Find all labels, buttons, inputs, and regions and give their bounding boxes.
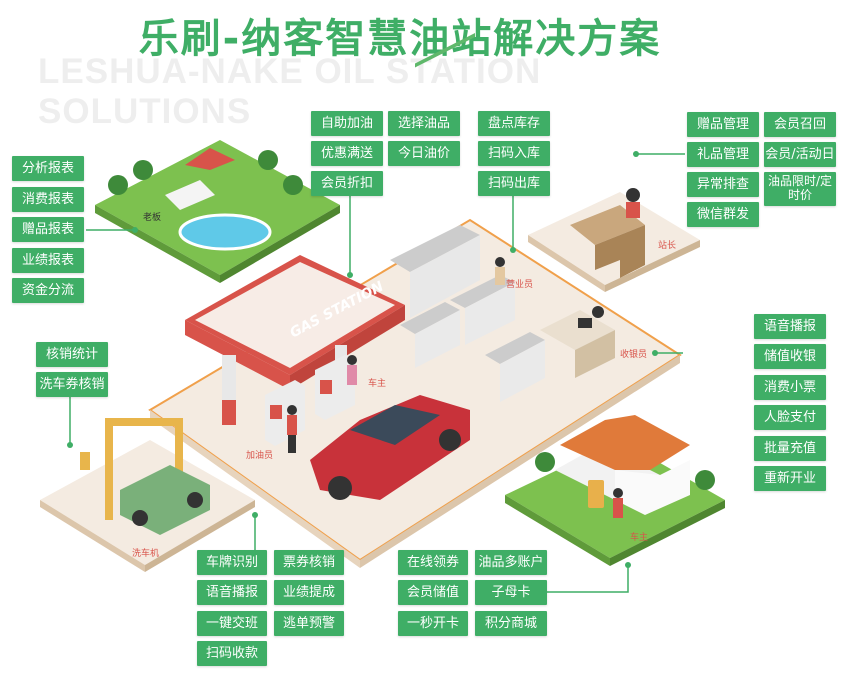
- tag-analysis-report: 分析报表: [12, 156, 84, 181]
- tag-wash-coupon-redeem: 洗车券核销: [36, 372, 108, 397]
- tag-commission: 业绩提成: [274, 580, 344, 605]
- tag-stored-value-checkout: 储值收银: [754, 344, 826, 369]
- parasol: [185, 148, 235, 170]
- role-carwash: 洗车机: [132, 549, 160, 559]
- tag-escape-warning: 逃单预警: [274, 611, 344, 636]
- role-sales: 营业员: [506, 280, 534, 290]
- role-boss: 老板: [143, 213, 162, 223]
- tag-reopen: 重新开业: [754, 466, 826, 491]
- page-title: 乐刷-纳客智慧油站解决方案: [138, 16, 662, 62]
- tag-scan-in: 扫码入库: [478, 141, 550, 166]
- tag-voice-broadcast: 语音播报: [754, 314, 826, 339]
- page-subtitle: LESHUA-NAKE OIL STATION SOLUTIONS: [38, 52, 542, 131]
- tag-receipt: 消费小票: [754, 375, 826, 400]
- tag-one-click-handover: 一键交班: [197, 611, 267, 636]
- role-car-owner-home: 车主: [630, 533, 649, 543]
- tag-gift-management: 赠品管理: [687, 112, 759, 137]
- tag-exception-check: 异常排查: [687, 172, 759, 197]
- tag-self-fueling: 自助加油: [311, 111, 383, 136]
- tag-points-mall: 积分商城: [475, 611, 547, 636]
- tag-member-stored-value: 会员储值: [398, 580, 468, 605]
- tag-performance-report: 业绩报表: [12, 248, 84, 273]
- boss-lawn: [95, 140, 340, 275]
- role-car-owner: 车主: [368, 379, 387, 389]
- tag-fuel-multi-account: 油品多账户: [475, 550, 547, 575]
- swimming-pool: [178, 213, 272, 251]
- tag-face-pay: 人脸支付: [754, 405, 826, 430]
- house-roof: [560, 415, 690, 470]
- tag-plate-recognition: 车牌识别: [197, 550, 267, 575]
- tag-parent-child-card: 子母卡: [475, 580, 547, 605]
- tag-gift-report: 赠品报表: [12, 217, 84, 242]
- role-cashier: 收银员: [620, 350, 648, 360]
- tag-fund-split: 资金分流: [12, 278, 84, 303]
- tag-member-discount: 会员折扣: [311, 171, 383, 196]
- tag-discount-gift: 优惠满送: [311, 141, 383, 166]
- tag-member-activity-day: 会员/活动日: [764, 142, 836, 167]
- tag-ticket-redeem: 票券核销: [274, 550, 344, 575]
- tag-consumption-report: 消费报表: [12, 187, 84, 212]
- tag-today-price: 今日油价: [388, 141, 460, 166]
- tag-timed-fuel-price: 油品限时/定时价: [764, 172, 836, 206]
- tag-inventory-check: 盘点库存: [478, 111, 550, 136]
- tag-voice-broadcast-2: 语音播报: [197, 580, 267, 605]
- tag-gift-item-management: 礼品管理: [687, 142, 759, 167]
- tag-batch-recharge: 批量充值: [754, 436, 826, 461]
- tag-scan-out: 扫码出库: [478, 171, 550, 196]
- tag-instant-card: 一秒开卡: [398, 611, 468, 636]
- tag-member-recall: 会员召回: [764, 112, 836, 137]
- tag-redeem-stats: 核销统计: [36, 342, 108, 367]
- role-fueler: 加油员: [246, 451, 274, 461]
- tag-online-coupon: 在线领券: [398, 550, 468, 575]
- tag-wechat-group-send: 微信群发: [687, 202, 759, 227]
- role-stationmaster: 站长: [658, 241, 677, 251]
- tag-select-fuel: 选择油品: [388, 111, 460, 136]
- tag-scan-collect: 扫码收款: [197, 641, 267, 666]
